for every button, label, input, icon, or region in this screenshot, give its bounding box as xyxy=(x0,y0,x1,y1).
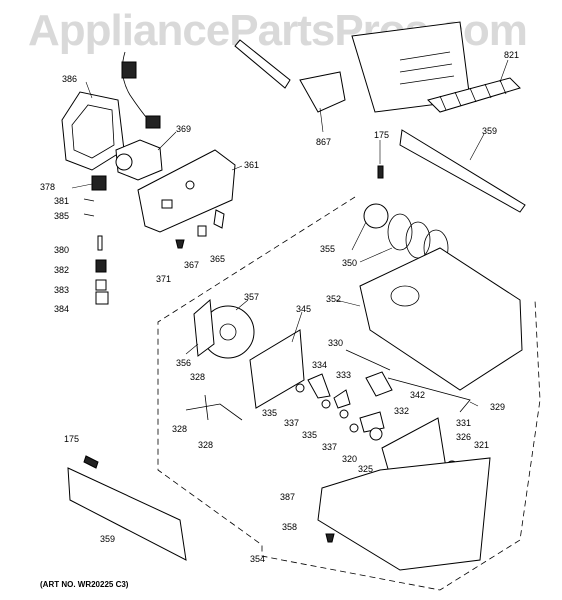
callout-383: 383 xyxy=(54,285,69,295)
bracket-356 xyxy=(193,298,215,357)
callout-331: 331 xyxy=(456,418,471,428)
callout-356: 356 xyxy=(176,358,191,368)
screw-175-bottom xyxy=(83,455,99,469)
callout-321: 321 xyxy=(474,440,489,450)
callout-334: 334 xyxy=(312,360,327,370)
callout-387: 387 xyxy=(280,492,295,502)
ice-bucket-352 xyxy=(359,247,523,391)
callout-357: 357 xyxy=(244,292,259,302)
wire-harness xyxy=(121,51,161,129)
callout-333: 333 xyxy=(336,370,351,380)
housing-387 xyxy=(317,457,491,571)
callout-369: 369 xyxy=(176,124,191,134)
callout-337-a: 337 xyxy=(284,418,299,428)
washer-335a xyxy=(295,383,305,393)
callout-337-b: 337 xyxy=(322,442,337,452)
leader-lines xyxy=(71,59,509,407)
callout-335-b: 335 xyxy=(302,430,317,440)
crank-328 xyxy=(185,394,243,421)
part-367 xyxy=(197,225,207,237)
washer-337a xyxy=(321,399,331,409)
callout-367: 367 xyxy=(184,260,199,270)
switch-378 xyxy=(91,175,107,191)
callout-358: 358 xyxy=(282,522,297,532)
screw-385 xyxy=(83,213,95,217)
gear-355 xyxy=(363,203,389,229)
callout-385: 385 xyxy=(54,211,69,221)
callout-345: 345 xyxy=(296,304,311,314)
screw-380 xyxy=(97,235,103,251)
callout-332: 332 xyxy=(394,406,409,416)
callout-867: 867 xyxy=(316,137,331,147)
callout-328-c: 328 xyxy=(198,440,213,450)
callout-359-top: 359 xyxy=(482,126,497,136)
callout-326: 326 xyxy=(456,432,471,442)
callout-380: 380 xyxy=(54,245,69,255)
callout-335-a: 335 xyxy=(262,408,277,418)
callout-381: 381 xyxy=(54,196,69,206)
rail-359-bottom xyxy=(67,467,187,561)
callout-328-a: 328 xyxy=(190,372,205,382)
part-320 xyxy=(369,427,383,441)
screw-381 xyxy=(83,198,95,202)
callout-354: 354 xyxy=(250,554,265,564)
callout-365: 365 xyxy=(210,254,225,264)
washer-337b xyxy=(349,423,359,433)
spring-382 xyxy=(95,259,107,273)
clip-384 xyxy=(95,291,109,305)
callout-330: 330 xyxy=(328,338,343,348)
callout-325: 325 xyxy=(358,464,373,474)
callout-175-bottom: 175 xyxy=(64,434,79,444)
art-number: (ART NO. WR20225 C3) xyxy=(40,580,129,589)
screw-175-top xyxy=(377,165,384,179)
callout-378: 378 xyxy=(40,182,55,192)
callout-352: 352 xyxy=(326,294,341,304)
rod-329 xyxy=(387,377,471,413)
part-365 xyxy=(213,209,225,229)
part-371 xyxy=(175,239,185,249)
callout-821: 821 xyxy=(504,50,519,60)
solenoid-369 xyxy=(115,139,163,181)
part-332 xyxy=(359,411,385,433)
callout-350: 350 xyxy=(342,258,357,268)
screw-358 xyxy=(325,533,335,543)
assembly-boundary xyxy=(157,196,541,591)
callout-328-b: 328 xyxy=(172,424,187,434)
control-board-361 xyxy=(137,149,236,233)
callout-355: 355 xyxy=(320,244,335,254)
callout-382: 382 xyxy=(54,265,69,275)
callout-386: 386 xyxy=(62,74,77,84)
rail-359-top xyxy=(399,129,526,213)
rod-330 xyxy=(345,349,391,371)
callout-labels: 386 369 361 378 381 385 380 382 383 384 … xyxy=(40,50,519,564)
callout-359-bottom: 359 xyxy=(100,534,115,544)
plate-345 xyxy=(249,329,305,409)
callout-175-top: 175 xyxy=(374,130,389,140)
housing-bracket-386 xyxy=(61,91,125,171)
callout-329: 329 xyxy=(490,402,505,412)
callout-384: 384 xyxy=(54,304,69,314)
callout-320: 320 xyxy=(342,454,357,464)
actuator-342 xyxy=(365,371,393,397)
callout-371: 371 xyxy=(156,274,171,284)
callout-361: 361 xyxy=(244,160,259,170)
bushing-383 xyxy=(95,279,107,291)
tray-867 xyxy=(234,39,346,113)
lever-333 xyxy=(333,389,351,409)
washer-335b xyxy=(339,409,349,419)
lever-334 xyxy=(307,373,331,399)
callout-342: 342 xyxy=(410,390,425,400)
ejector-821 xyxy=(427,77,521,113)
